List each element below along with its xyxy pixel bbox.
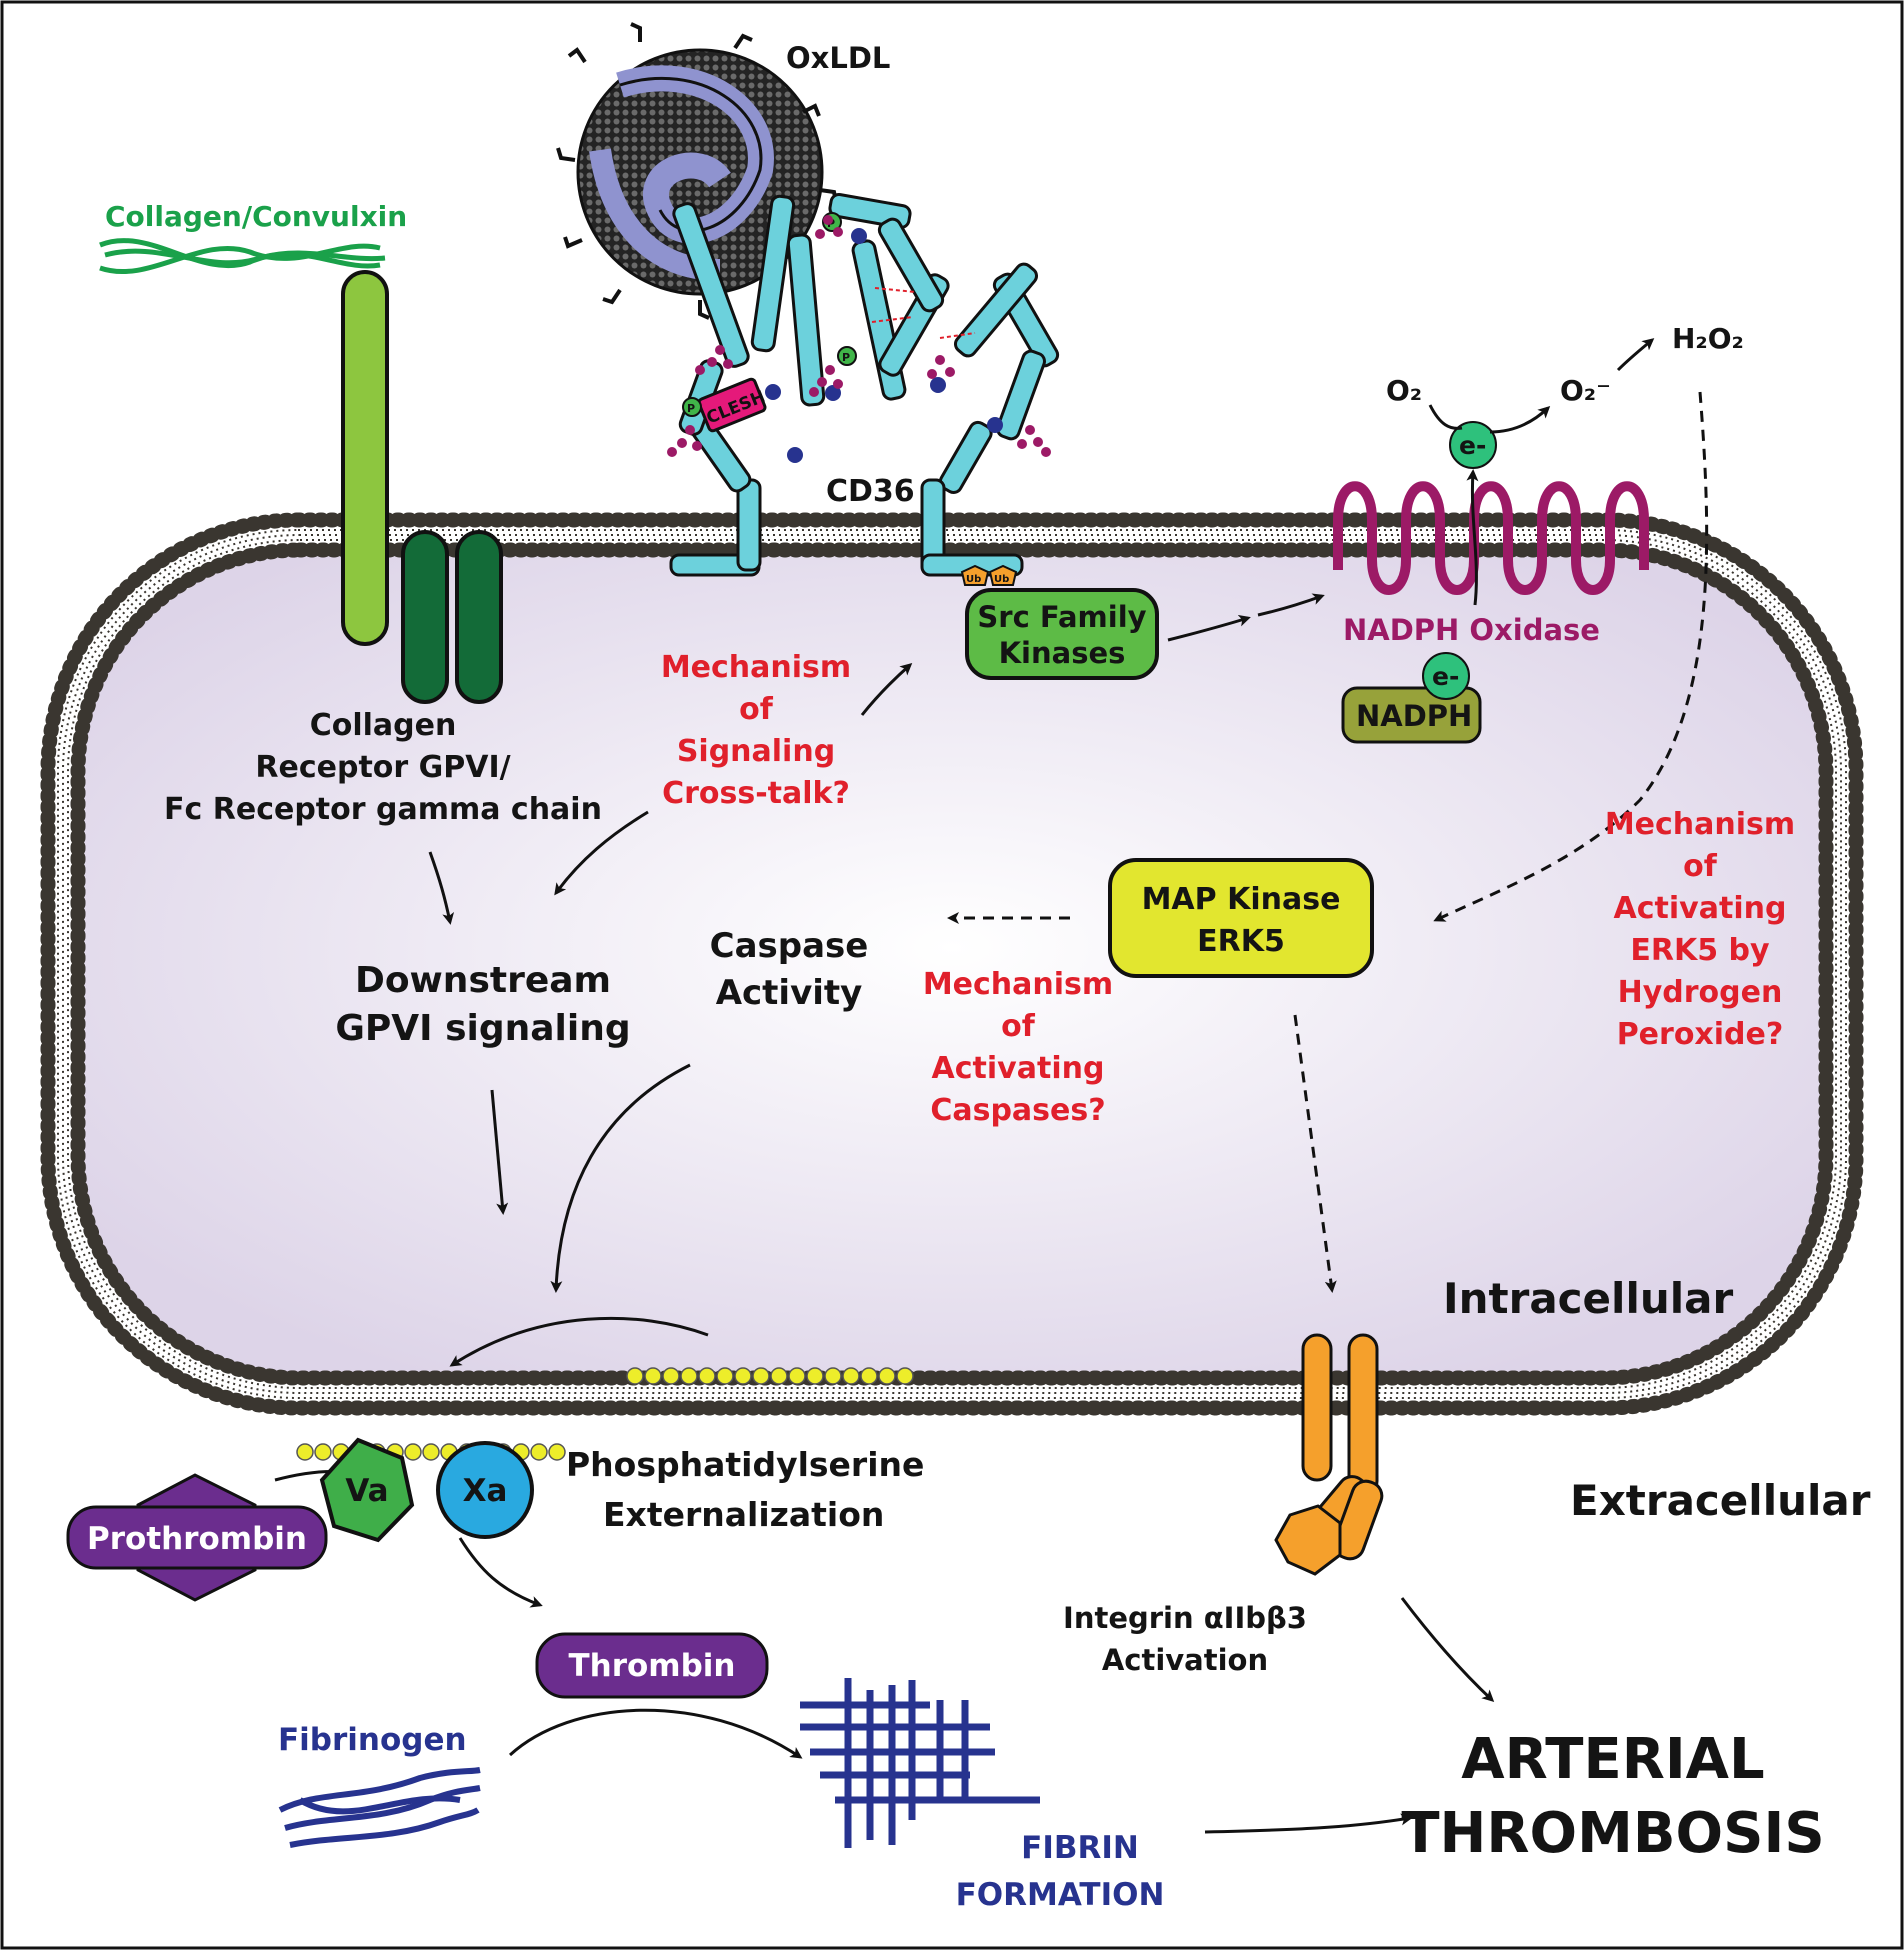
integrin-label-line2: Activation (1102, 1643, 1268, 1677)
electron-label-top: e- (1459, 431, 1486, 460)
outcome-label-line1: ARTERIAL (1461, 1727, 1764, 1792)
collagen-ligand-label: Collagen/Convulxin (105, 200, 407, 233)
svg-text:of: of (1001, 1009, 1036, 1044)
downstream-label-line2: GPVI signaling (335, 1008, 630, 1049)
caspase-label-line1: Caspase (710, 926, 869, 966)
svg-text:Caspases?: Caspases? (930, 1093, 1105, 1128)
nadph-oxidase-label: NADPH Oxidase (1343, 613, 1600, 647)
xa-label: Xa (463, 1473, 508, 1509)
mapk-label-line2: ERK5 (1197, 924, 1285, 959)
receptor-label-line1: Collagen (310, 708, 457, 743)
src-label-line1: Src Family (977, 600, 1146, 634)
svg-text:of: of (739, 692, 774, 727)
va-label: Va (345, 1473, 388, 1509)
question-activating-erk5: Mechanism of Activating ERK5 by Hydrogen… (1605, 807, 1795, 1052)
o2-label: O₂ (1386, 374, 1422, 407)
cd36-receptor-icon: CLESH P P P (667, 192, 1060, 577)
fibrin-label-line2: FORMATION (956, 1877, 1165, 1913)
nadph-box (1341, 686, 1482, 744)
phospho-label-1: P (687, 402, 695, 415)
gpvi-receptor-icon (341, 270, 503, 704)
intracellular-label: Intracellular (1443, 1274, 1733, 1323)
electron-label-bottom: e- (1432, 662, 1459, 691)
integrin-label-line1: Integrin αIIbβ3 (1063, 1601, 1307, 1635)
svg-text:Activating: Activating (1614, 891, 1787, 926)
question-signaling-crosstalk: Mechanism of Signaling Cross-talk? (661, 650, 851, 811)
svg-text:Hydrogen: Hydrogen (1618, 975, 1783, 1010)
receptor-label-line2: Receptor GPVI/ (255, 750, 510, 785)
cd36-label: CD36 (826, 474, 915, 509)
downstream-label-line1: Downstream (355, 960, 611, 1001)
src-family-kinases-box (965, 588, 1159, 680)
map-kinase-erk5-box (1108, 858, 1374, 978)
phospho-label-2: P (842, 351, 850, 364)
outcome-label-line2: THROMBOSIS (1401, 1801, 1824, 1866)
nadph-label: NADPH (1356, 699, 1472, 733)
factor-xa-icon (436, 1441, 534, 1539)
ps-label-line2: Externalization (603, 1495, 884, 1534)
factor-va-icon (319, 1437, 415, 1543)
electron-icon-top (1449, 421, 1497, 469)
svg-text:Cross-talk?: Cross-talk? (662, 776, 850, 811)
fibrinogen-strands-icon (278, 1767, 481, 1848)
ub-label-1: Ub (966, 574, 981, 585)
mapk-label-line1: MAP Kinase (1142, 882, 1341, 917)
extracellular-label: Extracellular (1570, 1476, 1871, 1525)
integrin-icon (1274, 1333, 1384, 1576)
prothrombin-label: Prothrombin (87, 1521, 307, 1557)
svg-text:Activating: Activating (932, 1051, 1105, 1086)
svg-text:Mechanism: Mechanism (1605, 807, 1795, 842)
h2o2-label: H₂O₂ (1672, 322, 1744, 355)
thrombin-box (535, 1632, 769, 1699)
oxldl-label: OxLDL (786, 41, 890, 75)
superoxide-label: O₂⁻ (1560, 374, 1611, 407)
cytoplasm (70, 542, 1834, 1386)
fibrin-label-line1: FIBRIN (1021, 1830, 1139, 1866)
collagen-fiber-icon (99, 238, 386, 275)
src-label-line2: Kinases (999, 636, 1126, 670)
svg-text:Mechanism: Mechanism (661, 650, 851, 685)
thrombin-label: Thrombin (569, 1648, 736, 1684)
svg-text:of: of (1683, 849, 1718, 884)
ub-label-2: Ub (994, 574, 1009, 585)
fibrinogen-label: Fibrinogen (278, 1722, 467, 1758)
svg-text:Peroxide?: Peroxide? (1617, 1017, 1784, 1052)
nadph-oxidase-icon (1333, 481, 1649, 595)
ps-label-line1: Phosphatidylserine (566, 1445, 924, 1484)
caspase-label-line2: Activity (716, 973, 863, 1013)
svg-text:ERK5 by: ERK5 by (1630, 933, 1770, 968)
fibrin-mesh-icon (800, 1678, 1040, 1848)
svg-text:Signaling: Signaling (677, 734, 835, 769)
svg-text:Mechanism: Mechanism (923, 967, 1113, 1002)
ubiquitin-icon: Ub Ub (960, 564, 1018, 586)
receptor-label-line3: Fc Receptor gamma chain (164, 792, 602, 827)
electron-icon-bottom (1422, 652, 1470, 700)
cell-membrane (40, 512, 1864, 1416)
question-activating-caspases: Mechanism of Activating Caspases? (923, 967, 1113, 1128)
